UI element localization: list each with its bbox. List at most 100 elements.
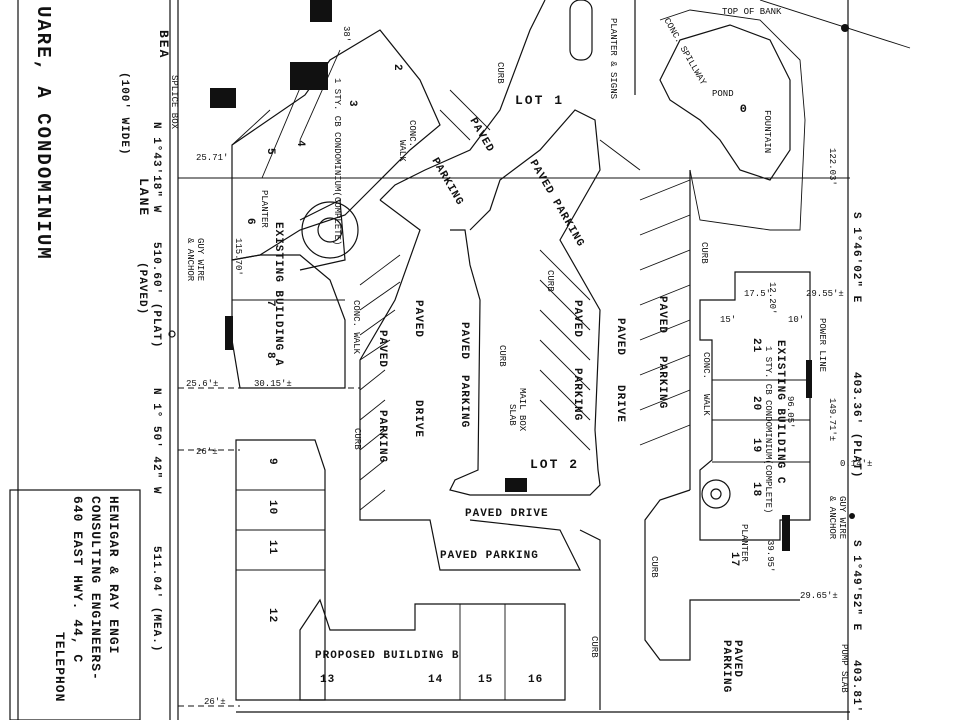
unit-16: 16 xyxy=(528,674,543,686)
planter-east xyxy=(701,479,731,509)
building-c-label: EXISTING BUILDING C xyxy=(774,340,786,484)
paved-label-6: PAVED xyxy=(614,318,626,356)
dim-d14: 0.14'± xyxy=(840,459,872,469)
east-drive-curb xyxy=(644,489,800,661)
existing-building-c: 21 20 19 18 17 EXISTING BUILDING C 1 STY… xyxy=(699,271,812,567)
unit-wall-2 xyxy=(261,87,301,179)
paved-label-5: PAVED xyxy=(571,300,583,338)
title-block-line-3: 640 EAST HWY. 44, C xyxy=(70,496,85,663)
drive-label-6: DRIVE xyxy=(614,385,626,423)
guy-anchor-east xyxy=(849,513,855,519)
paved-drive-label: PAVED DRIVE xyxy=(465,508,549,520)
stall-line xyxy=(639,389,691,411)
pond-label: POND xyxy=(712,89,734,99)
paved-label-south-east: PAVED xyxy=(731,640,743,678)
building-c-outline xyxy=(699,271,811,541)
bearing-east-1: S 1°46'02" E xyxy=(850,212,862,303)
curb-label-2: CURB xyxy=(497,345,507,367)
curb-label-4: CURB xyxy=(352,428,362,450)
fountain-symbol: ʘ xyxy=(740,104,748,116)
title-block-line-2: CONSULTING ENGINEERS- xyxy=(88,496,103,681)
drawing-title: UARE, A CONDOMINIUM xyxy=(32,6,54,261)
dim-d10: 10' xyxy=(788,315,804,325)
walk-label-a: WALK xyxy=(397,140,407,162)
title-block-line-4: TELEPHON xyxy=(52,632,67,702)
splice-box-label: SPLICE BOX xyxy=(169,75,179,130)
stall-line xyxy=(359,399,386,421)
power-line-label: POWER LINE xyxy=(817,318,827,372)
center-island-outline xyxy=(449,109,601,496)
stall-line xyxy=(359,309,396,336)
building-b-label: PROPOSED BUILDING B xyxy=(315,650,459,662)
planter-signs-label: PLANTER & SIGNS xyxy=(608,18,618,99)
meter-block-2 xyxy=(290,62,328,90)
stall-line xyxy=(639,179,691,201)
paved-label-2: PAVED xyxy=(376,330,388,368)
parking-stalls-east xyxy=(639,179,691,446)
dim-d13: 149.71'± xyxy=(827,398,837,441)
dim-d8: 12.20' xyxy=(767,282,777,314)
bearing-east-2-dist: 403.81' xyxy=(850,660,862,713)
building-a-lower-outline xyxy=(231,254,346,389)
fountain-label: FOUNTAIN xyxy=(762,110,772,153)
curb-label-5: CURB xyxy=(699,242,709,264)
unit-7: 7 xyxy=(264,300,276,308)
stall-line xyxy=(599,139,641,171)
dim-d2: 25.6'± xyxy=(186,379,218,389)
proposed-building-b: 9 10 11 12 13 14 15 16 PROPOSED BUILDING… xyxy=(235,439,566,701)
unit-15: 15 xyxy=(478,674,493,686)
conc-walk-a: CONC. WALK xyxy=(351,300,361,355)
top-of-bank-label: TOP OF BANK xyxy=(722,7,782,17)
stall-line xyxy=(359,339,391,361)
dim-d7: 17.5' xyxy=(744,289,771,299)
stall-line xyxy=(639,354,691,376)
stall-line xyxy=(639,284,691,306)
stall-line xyxy=(539,279,591,331)
unit-21: 21 xyxy=(750,338,762,353)
title-block: HENIGAR & RAY ENGI CONSULTING ENGINEERS-… xyxy=(9,489,141,721)
parking-stalls-west xyxy=(359,254,401,511)
stall-line xyxy=(359,254,401,286)
planter-west-shape xyxy=(299,199,346,271)
unit-20: 20 xyxy=(750,396,762,411)
south-curb-line xyxy=(579,529,601,710)
unit-18: 18 xyxy=(750,482,762,497)
curb-label-7: CURB xyxy=(649,556,659,578)
meter-block-4 xyxy=(310,0,332,22)
conc-spillway-label: CONC. SPILLWAY xyxy=(661,17,708,88)
paved-parking-lot1: PAVED PARKING xyxy=(527,158,587,250)
guy-wire-label-west: GUY WIRE xyxy=(195,238,205,281)
building-b-west-outline xyxy=(235,439,326,701)
guy-anchor-west xyxy=(168,330,176,338)
bearing-west-2-dist: 511.04' (MEA.) xyxy=(150,546,162,652)
bearing-west-2: N 1° 50' 42" W xyxy=(150,388,162,494)
stall-line xyxy=(639,214,691,236)
building-top-sub-label: 1 STY. CB CONDOMINIUM(COMPLETE) xyxy=(332,78,342,245)
unit-10: 10 xyxy=(266,500,278,515)
street-distance: 510.60' (PLAT) xyxy=(150,242,162,348)
unit-9: 9 xyxy=(266,458,278,466)
dim-d17: 122.03' xyxy=(827,148,837,186)
curb-label-3: CURB xyxy=(545,270,555,292)
dim-d11: 29.55'± xyxy=(806,289,844,299)
planter-west-label: PLANTER xyxy=(259,190,269,228)
anchor-label-west: & ANCHOR xyxy=(185,238,195,282)
slab-label: SLAB xyxy=(507,404,517,426)
pond-area: POND FOUNTAIN TOP OF BANK CONC. SPILLWAY… xyxy=(659,7,806,231)
curb-label-6: CURB xyxy=(589,636,599,658)
stall-line xyxy=(639,424,691,446)
unit-17: 17 xyxy=(728,552,740,567)
unit-13: 13 xyxy=(320,674,335,686)
building-b-south-outline xyxy=(299,598,566,701)
drive-label-3: DRIVE xyxy=(412,400,424,438)
planter-median xyxy=(569,0,593,61)
power-line-diagonal xyxy=(759,0,911,49)
meter-block-3 xyxy=(225,316,233,350)
street-surface: (PAVED) xyxy=(136,262,148,315)
stall-line xyxy=(359,281,401,311)
meter-block-c1 xyxy=(806,360,812,398)
parking-label-south-east: PARKING xyxy=(720,640,732,693)
mail-box-label: MAIL BOX xyxy=(517,388,527,432)
unit-11: 11 xyxy=(266,540,278,555)
